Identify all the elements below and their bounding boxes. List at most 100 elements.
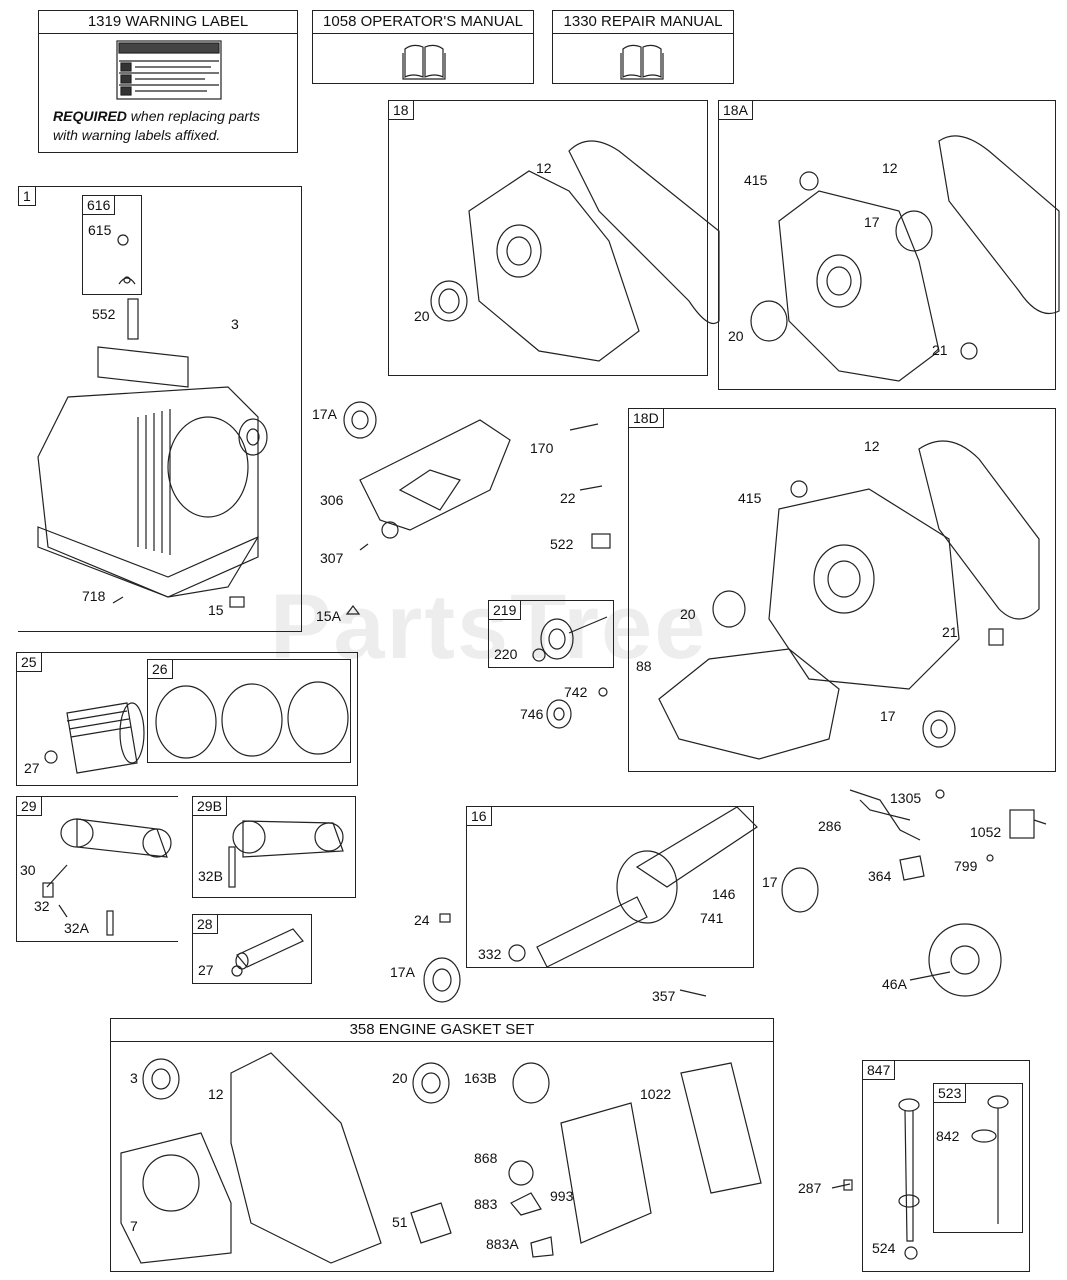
screw-icon: [831, 1179, 853, 1191]
part-label[interactable]: 21: [942, 624, 958, 640]
part-label[interactable]: 51: [392, 1214, 408, 1230]
warning-label-icon: [116, 40, 222, 100]
governor-parts-drawing: [546, 687, 608, 729]
cylinder-block-drawing: [37, 298, 268, 608]
part-label[interactable]: 415: [738, 490, 762, 506]
part-label[interactable]: 170: [530, 440, 554, 456]
part-label[interactable]: 32: [34, 898, 50, 914]
part-label[interactable]: 20: [680, 606, 696, 622]
part-label[interactable]: 17: [762, 874, 778, 890]
assembly-847-box[interactable]: 847 523: [862, 1060, 1030, 1272]
part-label[interactable]: 27: [198, 962, 214, 978]
part-label[interactable]: 12: [208, 1086, 224, 1102]
part-label[interactable]: 30: [20, 862, 36, 878]
assembly-1-tag: 1: [18, 186, 36, 206]
part-label[interactable]: 868: [474, 1150, 498, 1166]
part-label[interactable]: 20: [728, 328, 744, 344]
part-label[interactable]: 24: [414, 912, 430, 928]
part-label[interactable]: 799: [954, 858, 978, 874]
connecting-rod-drawing: [42, 818, 172, 936]
assembly-29-box[interactable]: 29: [16, 796, 178, 942]
assembly-616-box[interactable]: 616: [82, 195, 142, 295]
assembly-219-box[interactable]: 219: [488, 600, 614, 668]
part-label[interactable]: 15A: [316, 608, 341, 624]
assembly-219-tag: 219: [488, 600, 522, 620]
assembly-18D-box[interactable]: 18D: [628, 408, 1056, 772]
part-label[interactable]: 17A: [312, 406, 337, 422]
gasket-set-header: 358 ENGINE GASKET SET: [111, 1019, 773, 1042]
assembly-1-box[interactable]: 1 616: [18, 186, 302, 632]
part-label[interactable]: 1052: [970, 824, 1002, 840]
part-label[interactable]: 524: [872, 1240, 896, 1256]
part-label[interactable]: 1305: [890, 790, 922, 806]
part-label[interactable]: 220: [494, 646, 518, 662]
part-label[interactable]: 21: [932, 342, 948, 358]
operators-manual-box[interactable]: 1058 OPERATOR'S MANUAL: [312, 10, 534, 84]
part-label[interactable]: 17: [880, 708, 896, 724]
part-label[interactable]: 742: [564, 684, 588, 700]
part-label[interactable]: 12: [882, 160, 898, 176]
part-label[interactable]: 883: [474, 1196, 498, 1212]
part-label[interactable]: 552: [92, 306, 116, 322]
dipstick-drawing: [971, 1095, 1009, 1224]
part-label[interactable]: 46A: [882, 976, 907, 992]
part-label[interactable]: 27: [24, 760, 40, 776]
assembly-26-box[interactable]: 26: [147, 659, 351, 763]
part-label[interactable]: 332: [478, 946, 502, 962]
part-label[interactable]: 20: [392, 1070, 408, 1086]
assembly-29B-box[interactable]: 29B: [192, 796, 356, 898]
part-label[interactable]: 287: [798, 1180, 822, 1196]
part-label[interactable]: 286: [818, 818, 842, 834]
assembly-29B-tag: 29B: [192, 796, 227, 816]
governor-gear-drawing: [532, 616, 608, 662]
crankshaft-drawing: [508, 806, 758, 968]
assembly-523-box[interactable]: 523: [933, 1083, 1023, 1233]
part-label[interactable]: 746: [520, 706, 544, 722]
part-label[interactable]: 842: [936, 1128, 960, 1144]
assembly-25-box[interactable]: 25 26: [16, 652, 358, 786]
part-label[interactable]: 883A: [486, 1236, 519, 1252]
operators-manual-header: 1058 OPERATOR'S MANUAL: [313, 11, 533, 34]
warning-label-box[interactable]: 1319 WARNING LABEL REQUIRED when replaci…: [38, 10, 298, 153]
part-label[interactable]: 718: [82, 588, 106, 604]
assembly-18A-tag: 18A: [718, 100, 753, 120]
part-label[interactable]: 306: [320, 492, 344, 508]
crankcase-cover-drawing: [750, 135, 1060, 382]
part-label[interactable]: 364: [868, 868, 892, 884]
part-label[interactable]: 1022: [640, 1086, 672, 1102]
part-label[interactable]: 12: [536, 160, 552, 176]
part-label[interactable]: 146: [712, 886, 736, 902]
assembly-16-box[interactable]: 16: [466, 806, 758, 968]
assembly-18A-box[interactable]: 18A: [718, 100, 1060, 390]
part-label[interactable]: 357: [652, 988, 676, 1004]
part-label[interactable]: 3: [130, 1070, 138, 1086]
part-label[interactable]: 3: [231, 316, 239, 332]
part-label[interactable]: 163B: [464, 1070, 497, 1086]
part-label[interactable]: 415: [744, 172, 768, 188]
part-label[interactable]: 17A: [390, 964, 415, 980]
repair-manual-box[interactable]: 1330 REPAIR MANUAL: [552, 10, 734, 84]
assembly-18-tag: 18: [388, 100, 414, 120]
cover-plate-drawing: [343, 401, 611, 551]
part-label[interactable]: 12: [864, 438, 880, 454]
assembly-28-box[interactable]: 28: [192, 914, 312, 984]
part-label[interactable]: 522: [550, 536, 574, 552]
part-label[interactable]: 32A: [64, 920, 89, 936]
part-label[interactable]: 741: [700, 910, 724, 926]
part-label[interactable]: 993: [550, 1188, 574, 1204]
assembly-18-box[interactable]: 18: [388, 100, 720, 376]
part-label[interactable]: 88: [636, 658, 652, 674]
warning-label-header: 1319 WARNING LABEL: [39, 11, 297, 34]
part-label[interactable]: 307: [320, 550, 344, 566]
part-label[interactable]: 20: [414, 308, 430, 324]
part-label[interactable]: 17: [864, 214, 880, 230]
part-label[interactable]: 615: [88, 222, 112, 238]
misc-parts-drawing: [423, 867, 1002, 1003]
part-label[interactable]: 32B: [198, 868, 223, 884]
piston-drawing: [44, 702, 145, 774]
assembly-523-tag: 523: [933, 1083, 967, 1103]
part-label[interactable]: 15: [208, 602, 224, 618]
part-label[interactable]: 22: [560, 490, 576, 506]
part-label[interactable]: 7: [130, 1218, 138, 1234]
gasket-set-box[interactable]: 358 ENGINE GASKET SET: [110, 1018, 774, 1272]
